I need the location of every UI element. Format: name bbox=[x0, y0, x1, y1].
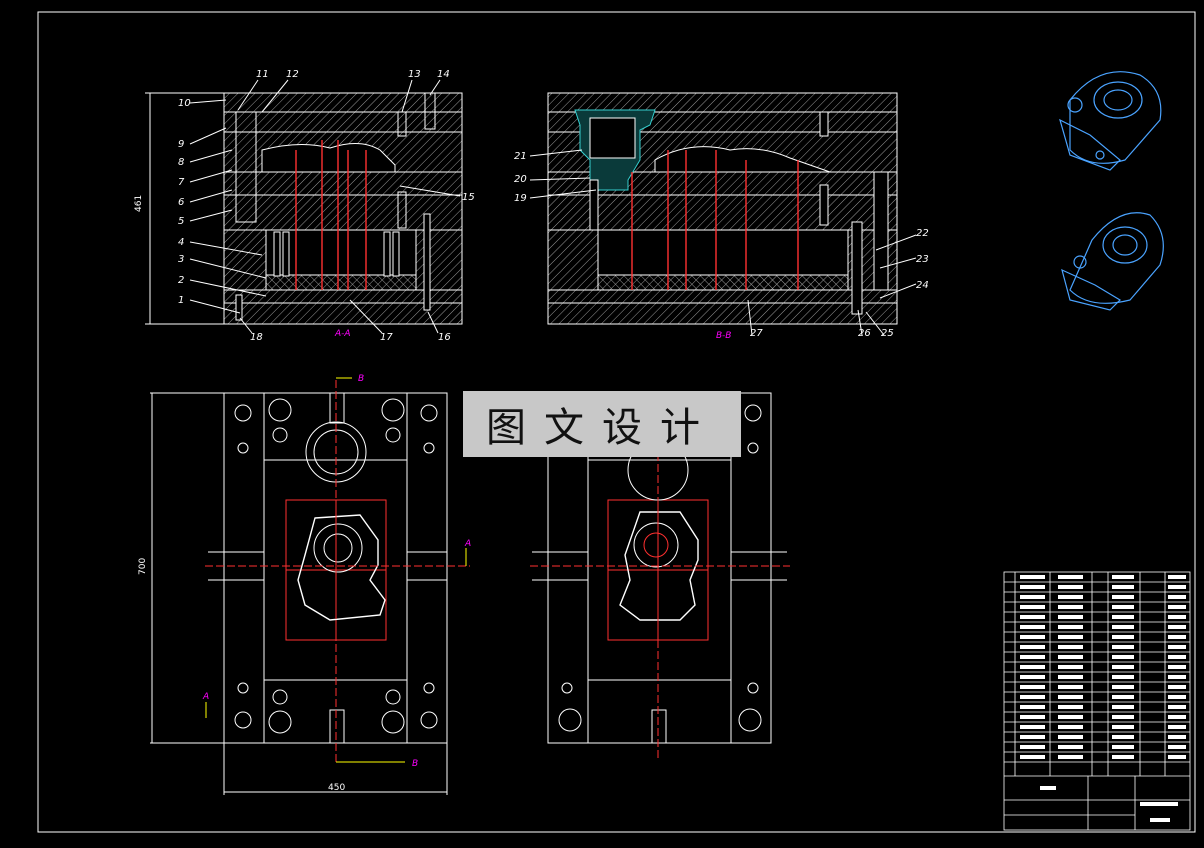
part-label: 20 bbox=[514, 174, 527, 185]
part-label: 5 bbox=[178, 216, 184, 227]
part-label: 25 bbox=[881, 328, 894, 339]
part-label: 7 bbox=[178, 177, 185, 188]
section-view-aa bbox=[145, 92, 463, 325]
section-marker-a: A bbox=[202, 692, 209, 702]
plan-view-left bbox=[150, 392, 448, 795]
part-labels-b-bottom: 27 26 25 bbox=[750, 328, 894, 339]
part-label: 14 bbox=[437, 69, 450, 80]
part-label: 4 bbox=[178, 237, 184, 248]
section-label-bb: B-B bbox=[716, 331, 731, 341]
part-labels-bottom-a: 18 17 16 bbox=[250, 332, 451, 343]
title-block bbox=[1003, 571, 1191, 831]
part-label: 16 bbox=[438, 332, 451, 343]
part-label: 18 bbox=[250, 332, 263, 343]
drawing-border bbox=[37, 11, 1196, 833]
section-marker-b: B bbox=[358, 374, 364, 384]
section-marker-a: A bbox=[464, 539, 471, 549]
part-label: 22 bbox=[916, 228, 929, 239]
part-labels-b-right: 22 23 24 bbox=[916, 228, 929, 291]
part-label: 11 bbox=[256, 69, 269, 80]
part-label: 15 bbox=[462, 192, 475, 203]
section-label-aa: A-A bbox=[334, 329, 351, 339]
part-label: 2 bbox=[178, 275, 184, 286]
dimension-height-top: 461 bbox=[134, 195, 144, 212]
section-marker-b: B bbox=[412, 759, 418, 769]
part-label: 10 bbox=[178, 98, 191, 109]
part-render-bottom bbox=[1061, 212, 1164, 311]
section-view-bb bbox=[547, 92, 898, 325]
dimension-height-plan: 700 bbox=[138, 558, 148, 575]
part-label: 12 bbox=[286, 69, 299, 80]
part-label: 24 bbox=[916, 280, 929, 291]
part-label: 3 bbox=[178, 254, 184, 265]
part-labels-top: 11 12 13 14 bbox=[256, 69, 450, 80]
part-label: 13 bbox=[408, 69, 421, 80]
part-label: 6 bbox=[178, 197, 184, 208]
part-label: 8 bbox=[178, 157, 184, 168]
part-label: 9 bbox=[178, 139, 184, 150]
part-label: 23 bbox=[916, 254, 929, 265]
part-label: 17 bbox=[380, 332, 393, 343]
part-label: 19 bbox=[514, 193, 527, 204]
part-labels-left: 10 9 8 7 6 5 4 3 2 1 bbox=[178, 98, 191, 306]
part-label: 26 bbox=[858, 328, 871, 339]
part-label: 27 bbox=[750, 328, 763, 339]
part-labels-b-left: 21 20 19 bbox=[514, 151, 527, 204]
watermark-banner: 图文设计 bbox=[463, 391, 741, 457]
part-label: 1 bbox=[178, 295, 184, 306]
title-block-text-marks bbox=[1020, 575, 1186, 822]
part-render-top bbox=[1059, 71, 1162, 171]
dimension-width-plan: 450 bbox=[328, 783, 345, 793]
part-label: 21 bbox=[514, 151, 527, 162]
